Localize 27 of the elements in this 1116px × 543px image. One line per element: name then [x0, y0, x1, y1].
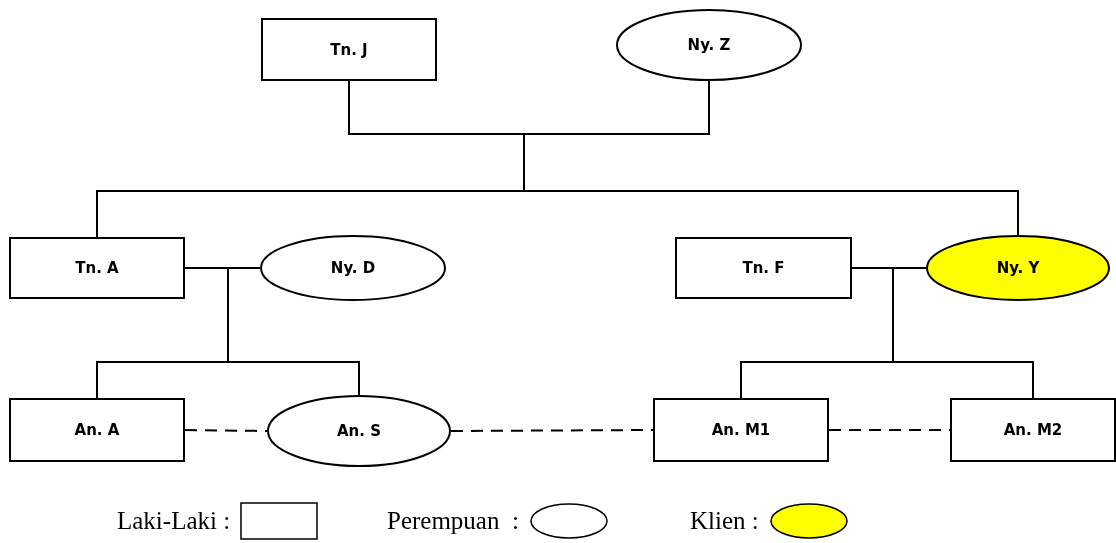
female-ellipse [616, 9, 802, 81]
male-box [9, 237, 185, 299]
legend-label: Laki-Laki : [117, 507, 231, 535]
person-label: Tn. J [330, 40, 368, 59]
dashed-line [450, 429, 654, 432]
male-box [950, 398, 1116, 462]
female-ellipse [267, 395, 451, 467]
person-label: An. M2 [1003, 421, 1063, 439]
male-box [675, 237, 852, 299]
connector-line [892, 267, 1034, 399]
male-box [261, 18, 437, 81]
legend-label: Perempuan : [387, 507, 519, 535]
person-label: Ny. Z [687, 36, 731, 54]
person-label: An. M1 [711, 421, 771, 439]
person-label: Tn. F [742, 259, 785, 277]
dashed-line [184, 429, 268, 432]
person-label: An. A [74, 421, 120, 439]
legend-label: Klien : [690, 507, 759, 535]
male-box [9, 398, 185, 462]
person-label: Ny. D [330, 259, 376, 277]
person-label: Tn. A [75, 259, 119, 277]
male-box [653, 398, 829, 462]
client-ellipse [926, 235, 1110, 301]
connector-line [227, 267, 360, 396]
person-label: An. S [337, 422, 381, 440]
person-label: Ny. Y [996, 259, 1040, 277]
female-ellipse [260, 235, 446, 301]
